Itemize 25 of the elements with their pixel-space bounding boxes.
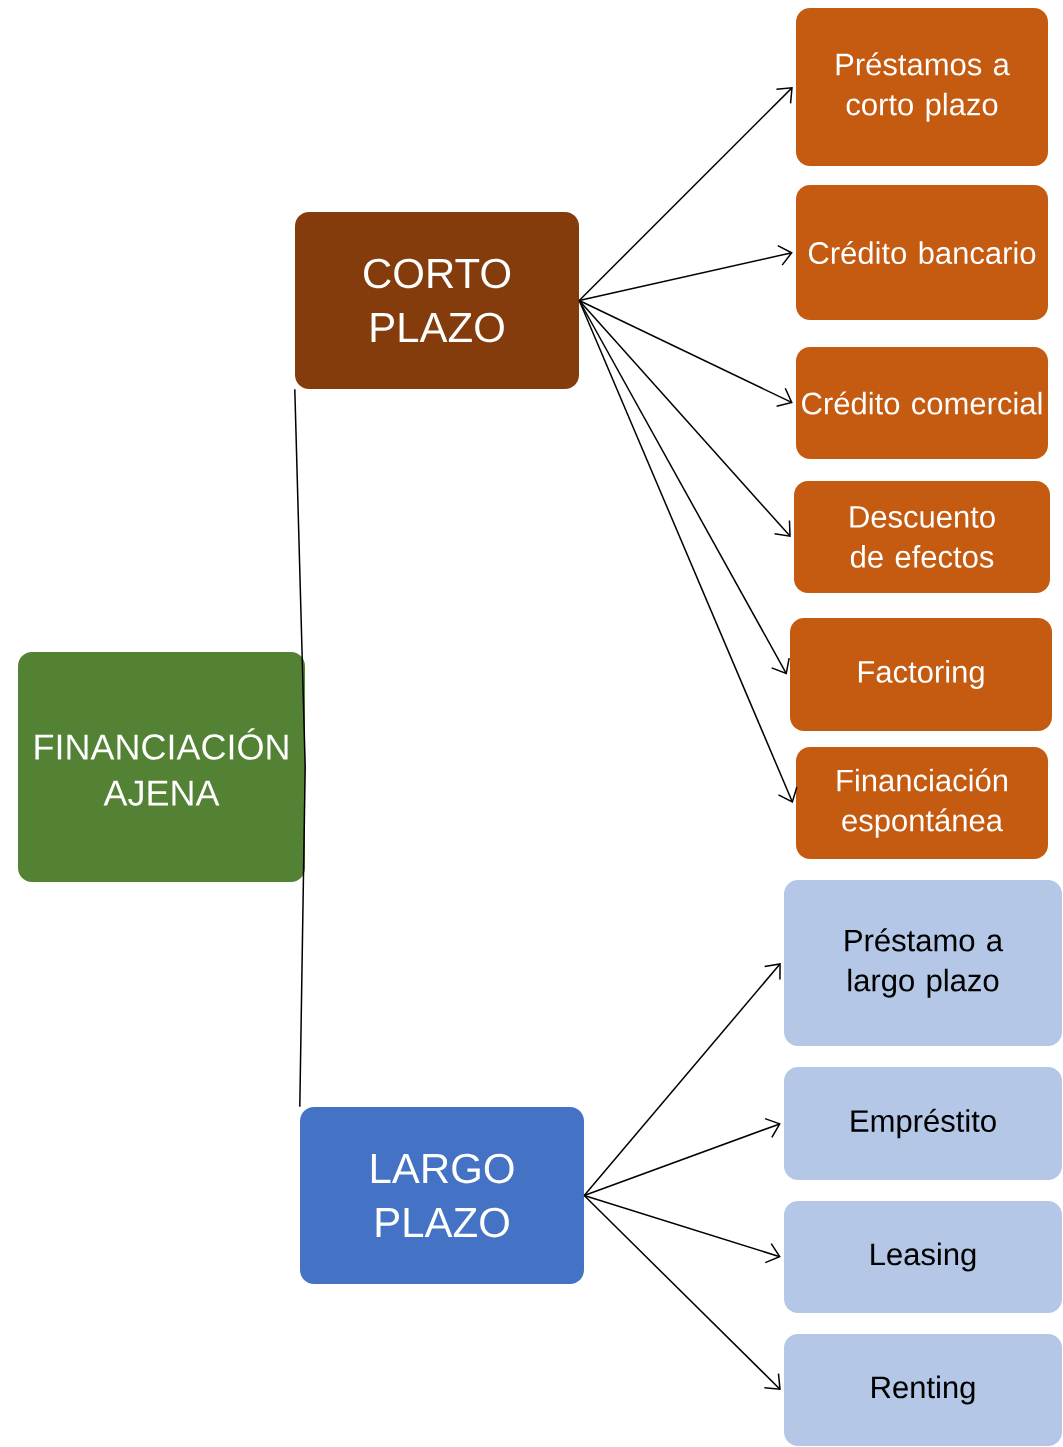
category-box: FINANCIACIÓN AJENA <box>18 652 305 882</box>
item-box: Empréstito <box>784 1067 1062 1180</box>
arrow <box>578 299 793 408</box>
arrow <box>578 87 793 302</box>
arrow <box>578 244 793 302</box>
item-box: Préstamo a largo plazo <box>784 880 1062 1046</box>
arrow <box>583 1194 781 1264</box>
arrow <box>578 299 798 803</box>
item-box: Descuento de efectos <box>794 481 1050 593</box>
connector-line <box>299 766 306 1108</box>
arrow <box>578 299 790 675</box>
arrow <box>583 963 781 1197</box>
item-box: Renting <box>784 1334 1062 1446</box>
item-box: Crédito comercial <box>796 347 1048 459</box>
arrow <box>578 299 791 537</box>
arrow <box>583 1117 781 1197</box>
connector-line <box>294 388 306 768</box>
category-box: LARGO PLAZO <box>300 1107 584 1284</box>
item-box: Leasing <box>784 1201 1062 1313</box>
arrow <box>583 1194 781 1390</box>
category-box: CORTO PLAZO <box>295 212 579 389</box>
item-box: Financiación espontánea <box>796 747 1048 859</box>
item-box: Crédito bancario <box>796 185 1048 320</box>
item-box: Préstamos a corto plazo <box>796 8 1048 166</box>
item-box: Factoring <box>790 618 1052 731</box>
